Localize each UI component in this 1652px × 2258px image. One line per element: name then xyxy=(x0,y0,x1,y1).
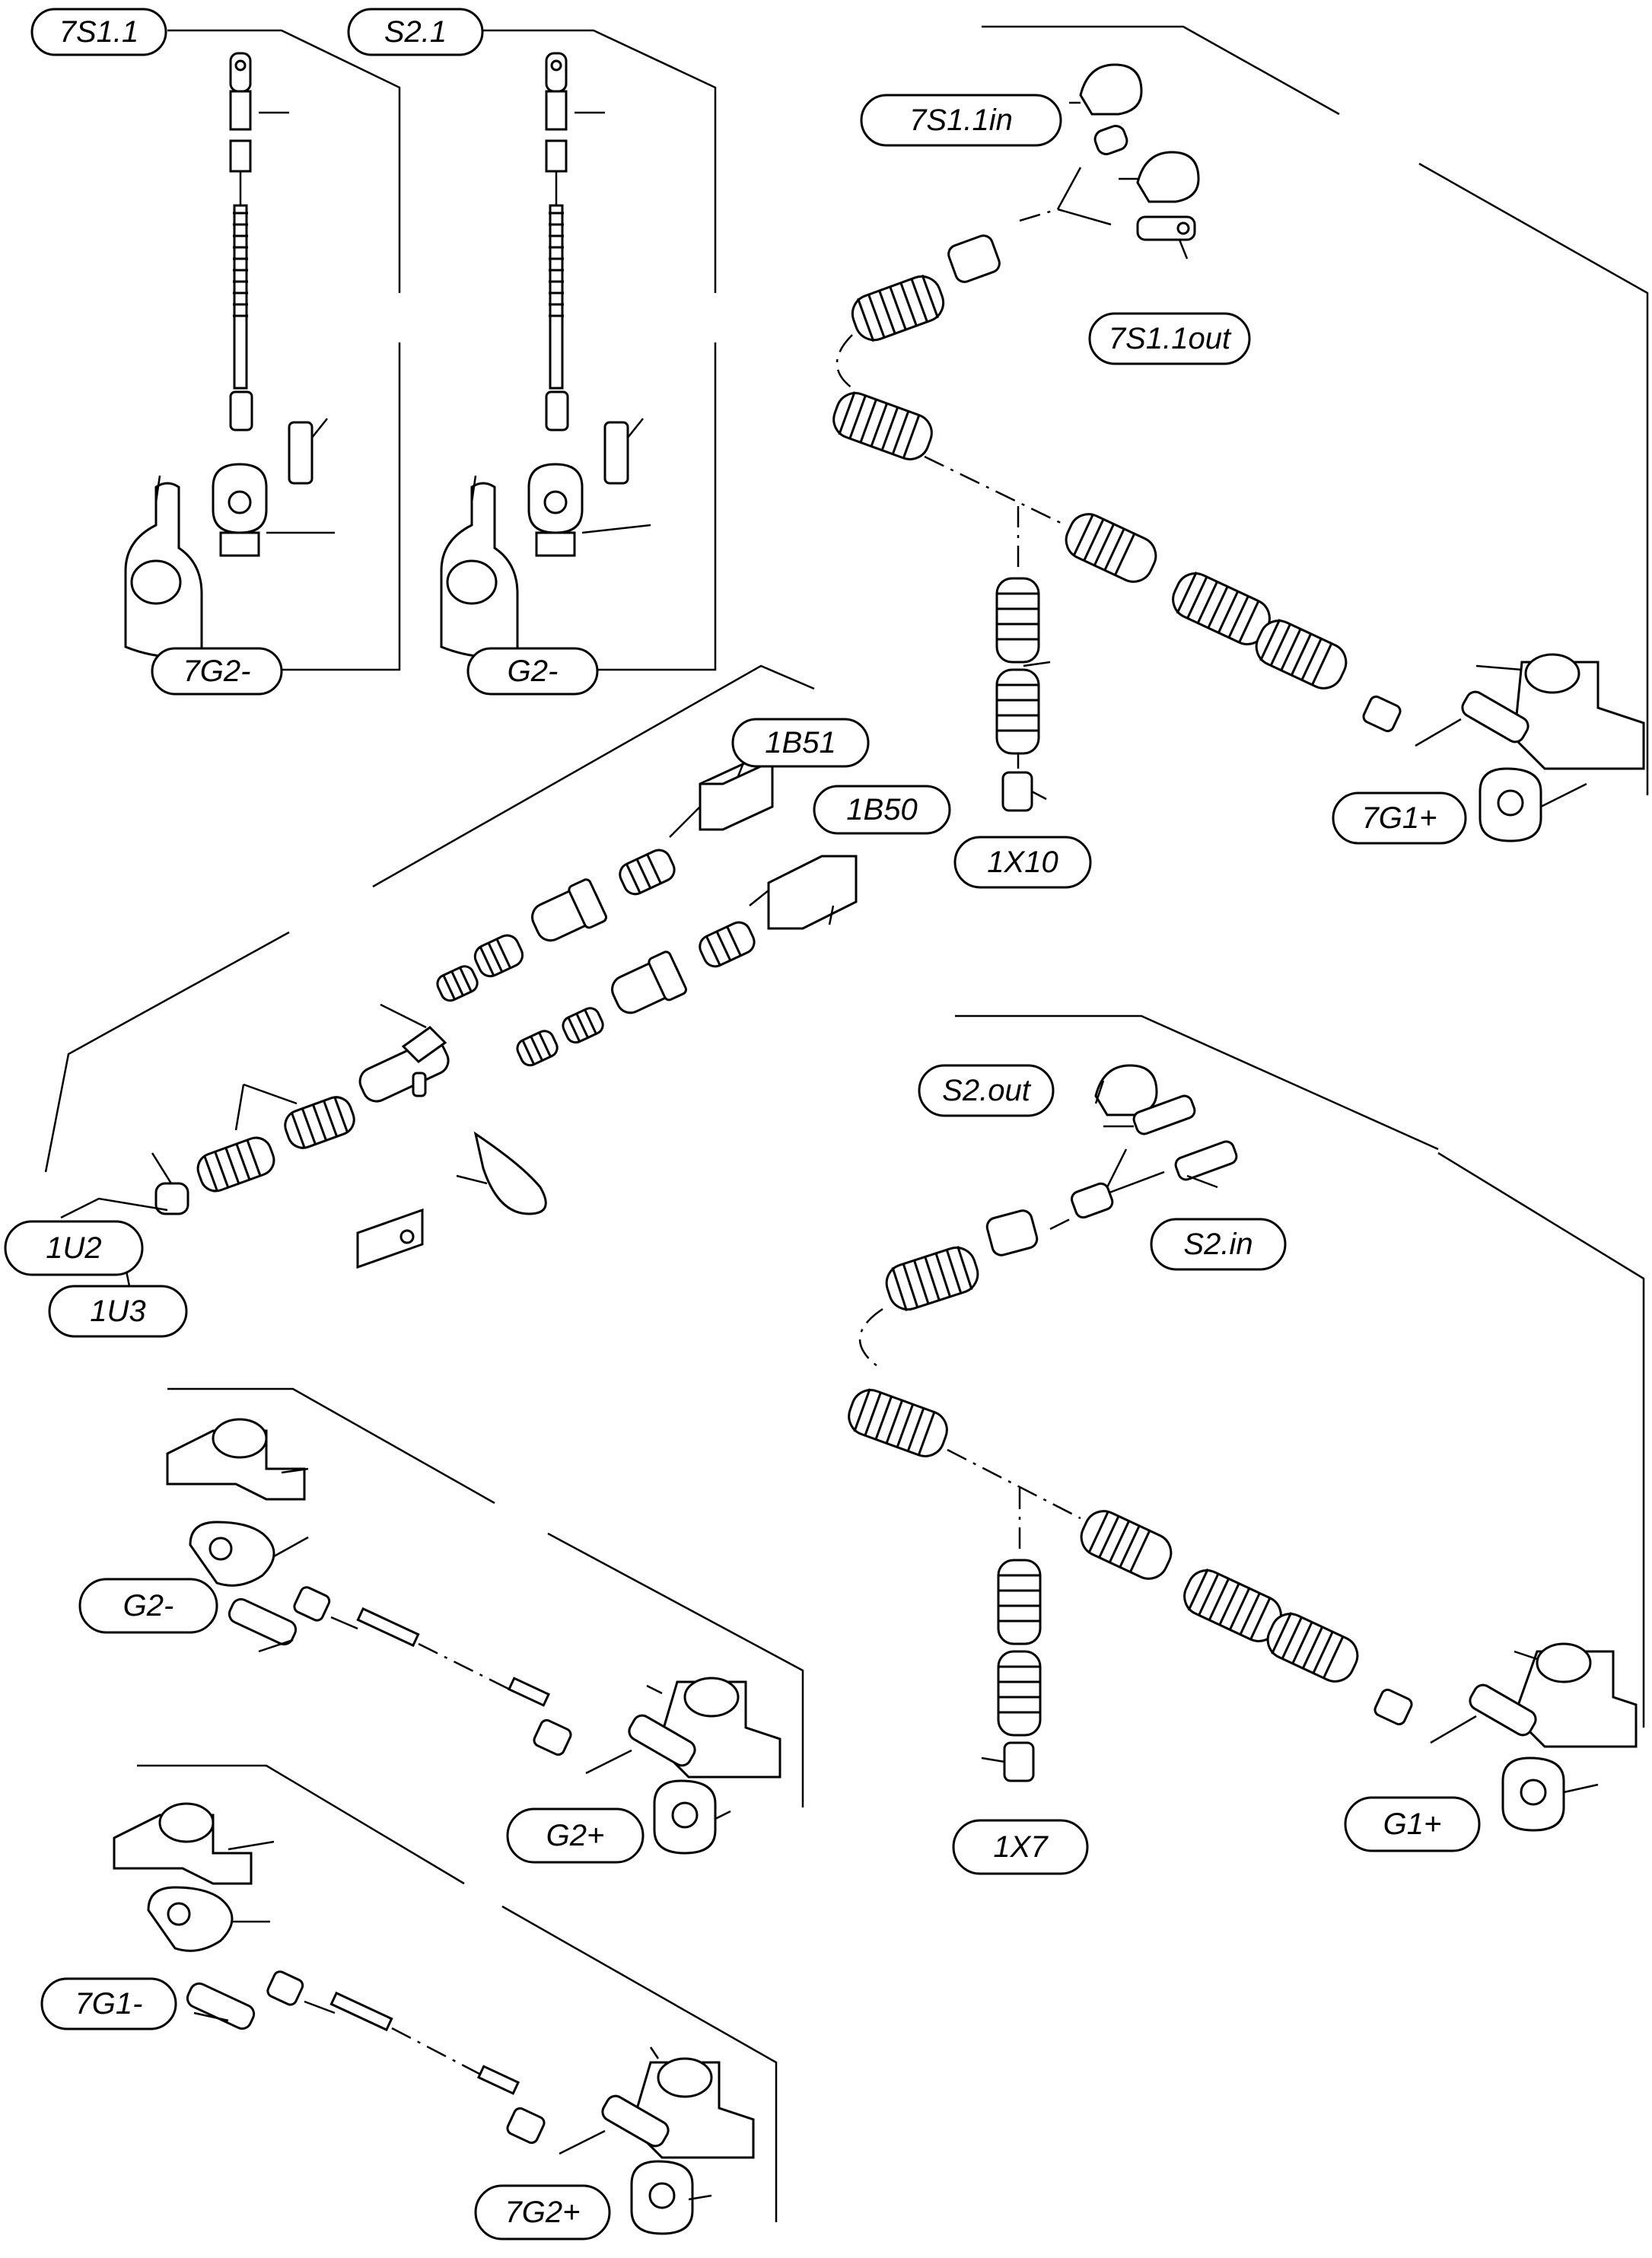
callout-text: S2.out xyxy=(942,1074,1032,1107)
callout-text: S2.1 xyxy=(384,15,447,49)
callout-7g1-plus: 7G1+ xyxy=(1332,791,1467,845)
callout-text: G2- xyxy=(123,1589,174,1623)
assembly-s2-cable xyxy=(848,1014,1645,1832)
callout-text: 7G2- xyxy=(183,654,251,688)
callout-1x7: 1X7 xyxy=(952,1819,1089,1875)
callout-g1-plus: G1+ xyxy=(1344,1796,1481,1852)
callout-text: 7G2+ xyxy=(505,2196,581,2229)
callout-7s1-1out: 7S1.1out xyxy=(1088,312,1251,365)
callout-7s1-1in: 7S1.1in xyxy=(860,94,1062,147)
callout-7g2-plus: 7G2+ xyxy=(474,2184,611,2240)
callout-1x10: 1X10 xyxy=(953,836,1092,889)
callout-1b51: 1B51 xyxy=(731,718,870,768)
assembly-g2-cable xyxy=(166,1387,804,1855)
callout-text: G2- xyxy=(508,654,559,688)
callout-text: G1+ xyxy=(1383,1807,1442,1841)
callout-text: 7G1+ xyxy=(1362,801,1437,835)
callout-s2-out: S2.out xyxy=(918,1064,1055,1117)
callout-1u3: 1U3 xyxy=(48,1285,188,1338)
callout-7s1-1: 7S1.1 xyxy=(30,8,167,56)
callout-s2-in: S2.in xyxy=(1150,1218,1287,1271)
callout-1b50: 1B50 xyxy=(813,785,951,835)
callout-text: 7G1- xyxy=(75,1987,143,2021)
callout-s2-1: S2.1 xyxy=(347,8,484,56)
callout-text: 7S1.1 xyxy=(59,15,139,49)
assembly-s2-1 xyxy=(440,29,717,671)
callout-7g2-minus-top: 7G2- xyxy=(151,647,283,696)
callout-g2-minus-bottom: G2- xyxy=(78,1578,218,1634)
assembly-7g1-cable xyxy=(113,1764,778,2235)
assembly-7s1-1-cable xyxy=(832,25,1649,842)
assembly-7s1-1 xyxy=(124,29,401,671)
callout-text: 7S1.1in xyxy=(909,104,1013,137)
callout-1u2: 1U2 xyxy=(4,1220,144,1276)
assembly-1b50-1b51 xyxy=(44,664,858,1287)
callout-g2-minus-top: G2- xyxy=(466,647,599,696)
callout-text: 1U3 xyxy=(90,1295,145,1328)
callout-text: 7S1.1out xyxy=(1109,322,1232,355)
callout-text: 1X10 xyxy=(987,846,1058,879)
callout-g2-plus: G2+ xyxy=(506,1807,645,1864)
callout-text: 1B50 xyxy=(846,793,917,826)
callout-text: S2.in xyxy=(1183,1228,1253,1261)
callout-text: 1X7 xyxy=(993,1830,1049,1864)
callout-7g1-minus: 7G1- xyxy=(40,1977,177,2030)
callout-text: 1B51 xyxy=(765,726,836,760)
callout-text: G2+ xyxy=(546,1819,605,1852)
callout-text: 1U2 xyxy=(46,1231,101,1265)
